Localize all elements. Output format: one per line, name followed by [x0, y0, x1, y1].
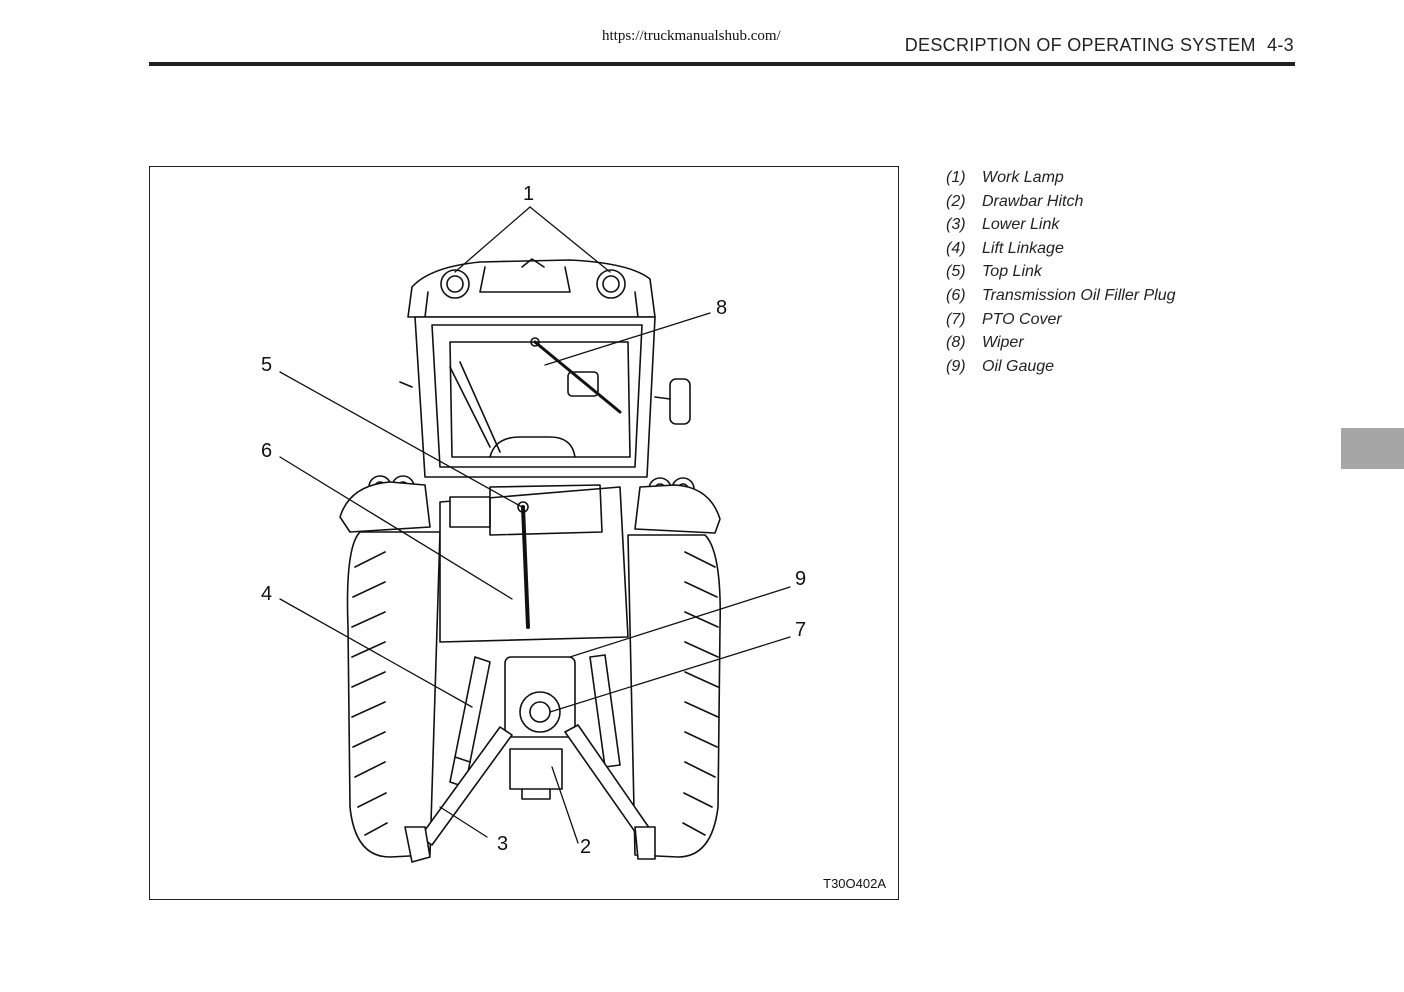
callout-1: 1 [523, 183, 535, 205]
tractor-rear-view-figure: 1 2 3 4 5 6 7 8 9 T30O402A [149, 166, 899, 900]
top-link-rod [521, 505, 530, 629]
callout-4: 4 [261, 583, 273, 605]
legend-item: (6)Transmission Oil Filler Plug [946, 286, 1176, 304]
parts-legend: (1)Work Lamp (2)Drawbar Hitch (3)Lower L… [946, 166, 1176, 378]
lower-link-left [419, 726, 513, 846]
work-lamp-right [596, 269, 626, 299]
callout-8: 8 [716, 297, 728, 319]
figure-code: T30O402A [823, 876, 886, 891]
legend-item: (2)Drawbar Hitch [946, 192, 1084, 210]
callout-3: 3 [497, 833, 509, 855]
work-lamp-left [440, 269, 470, 299]
page-header: DESCRIPTION OF OPERATING SYSTEM 4-3 [905, 35, 1294, 56]
page-number: 4-3 [1267, 35, 1294, 55]
header-rule [149, 62, 1295, 66]
section-title: DESCRIPTION OF OPERATING SYSTEM [904, 35, 1256, 55]
legend-item: (8)Wiper [946, 334, 1024, 352]
chapter-tab [1341, 428, 1404, 469]
callout-5: 5 [261, 354, 273, 376]
lift-linkage-left [454, 656, 491, 763]
tractor-illustration [279, 206, 791, 863]
callout-9: 9 [795, 568, 807, 590]
pto-cover [519, 691, 561, 733]
legend-item: (3)Lower Link [946, 216, 1060, 234]
legend-item: (1)Work Lamp [946, 169, 1064, 186]
callout-6: 6 [261, 440, 273, 462]
legend-item: (4)Lift Linkage [946, 239, 1064, 257]
legend-item: (5)Top Link [946, 263, 1042, 281]
lift-linkage-right [589, 654, 621, 768]
legend-item: (9)Oil Gauge [946, 357, 1055, 375]
callout-7: 7 [795, 619, 807, 641]
rear-tire-left [346, 531, 441, 858]
callout-2: 2 [580, 836, 592, 858]
rear-tire-right [627, 534, 722, 858]
legend-item: (7)PTO Cover [946, 310, 1062, 328]
wiper-blade [533, 340, 622, 414]
source-url: https://truckmanualshub.com/ [602, 28, 781, 44]
